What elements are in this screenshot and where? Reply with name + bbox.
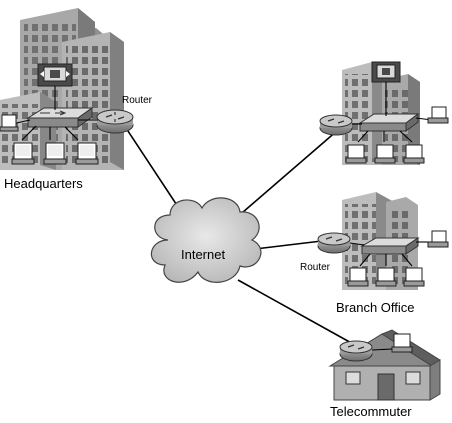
workstation-icon	[391, 333, 413, 353]
workstation-icon	[75, 142, 99, 165]
internet-cloud-icon	[150, 197, 262, 283]
workstation-icon	[375, 267, 397, 287]
workstation-icon	[427, 106, 449, 124]
router-icon	[317, 232, 351, 254]
router-icon	[319, 114, 353, 136]
router-icon	[96, 109, 134, 134]
branch-site-top	[319, 61, 449, 165]
branch-router-label: Router	[300, 262, 331, 273]
telecommuter-label: Telecommuter	[330, 404, 412, 419]
branch-office-site	[317, 192, 449, 290]
workstation-icon	[403, 144, 425, 164]
router-icon	[339, 340, 373, 362]
workstation-icon	[11, 142, 35, 165]
workstation-icon	[427, 230, 449, 248]
office-building-icon	[342, 62, 420, 165]
office-building-icon	[0, 8, 124, 170]
link-internet-branch-office	[254, 239, 331, 250]
firewall-icon	[371, 61, 401, 83]
link-internet-telecommuter	[237, 279, 356, 346]
headquarters-site	[0, 8, 134, 170]
switch-icon	[358, 113, 420, 132]
hq-router-label: Router	[122, 95, 153, 106]
switch-icon	[360, 237, 420, 255]
link-internet-branch-top	[227, 129, 339, 226]
internet-label: Internet	[181, 247, 226, 262]
workstation-icon	[347, 267, 369, 287]
branch-office-label: Branch Office	[336, 300, 415, 315]
workstation-icon	[43, 142, 67, 165]
workstation-icon	[0, 114, 19, 132]
headquarters-label: Headquarters	[4, 176, 83, 191]
workstation-icon	[403, 267, 425, 287]
telecommuter-site	[328, 329, 441, 401]
firewall-icon	[37, 63, 73, 87]
workstation-icon	[374, 144, 396, 164]
workstation-icon	[345, 144, 367, 164]
switch-icon	[26, 107, 94, 128]
